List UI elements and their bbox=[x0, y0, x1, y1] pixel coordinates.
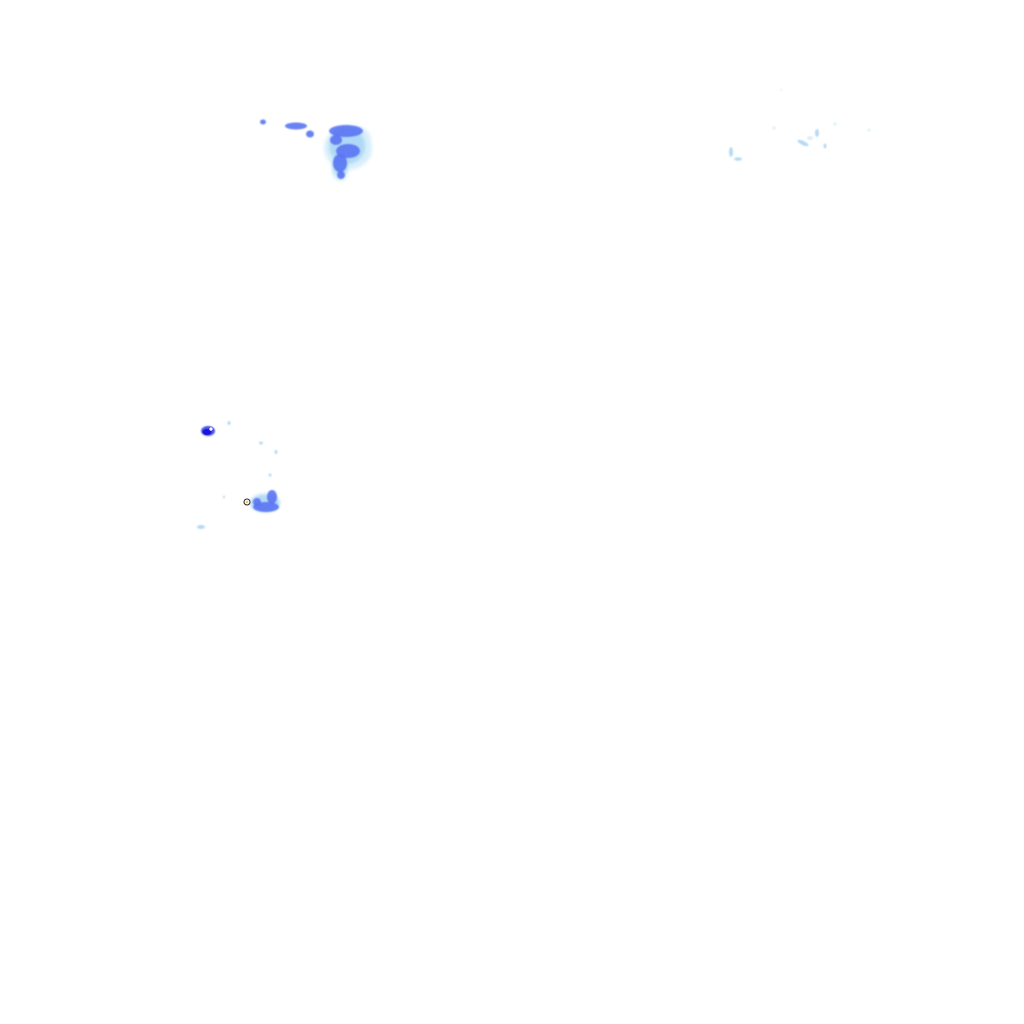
rain-cell-south bbox=[197, 490, 280, 529]
rain-cell-north bbox=[260, 119, 372, 181]
rain-cell-northeast bbox=[729, 89, 871, 161]
white-dot-marker-icon[interactable] bbox=[208, 426, 214, 432]
ring-marker-icon[interactable] bbox=[243, 498, 251, 506]
